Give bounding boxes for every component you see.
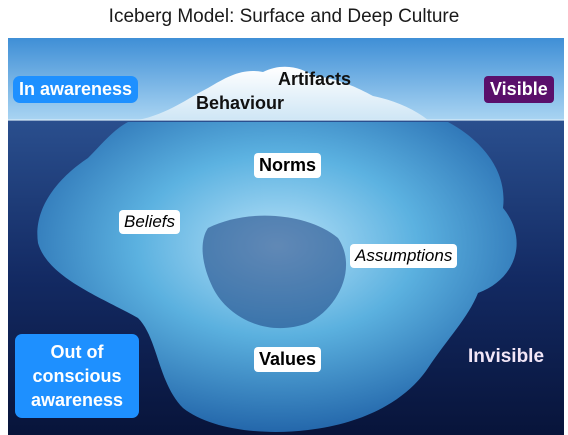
out-of-awareness-line-2: conscious: [32, 366, 122, 386]
values-label: Values: [254, 347, 322, 372]
out-of-awareness-line-1: Out of: [50, 342, 104, 362]
visible-label: Visible: [484, 76, 554, 103]
invisible-label: Invisible: [468, 346, 545, 367]
artifacts-label: Artifacts: [278, 69, 352, 89]
in-awareness-label: In awareness: [13, 76, 139, 103]
norms-label: Norms: [254, 153, 322, 178]
behaviour-label: Behaviour: [196, 93, 285, 113]
assumptions-label: Assumptions: [350, 244, 458, 268]
out-of-awareness-line-3: awareness: [30, 390, 124, 410]
ice-cavity: [202, 215, 347, 329]
iceberg-tip: [138, 66, 428, 120]
beliefs-label: Beliefs: [119, 210, 181, 234]
iceberg-scene: In awareness Visible Artifacts Behaviour…: [8, 38, 564, 435]
out-of-awareness-label: Out of conscious awareness: [15, 334, 139, 418]
diagram-title: Iceberg Model: Surface and Deep Culture: [108, 6, 460, 27]
